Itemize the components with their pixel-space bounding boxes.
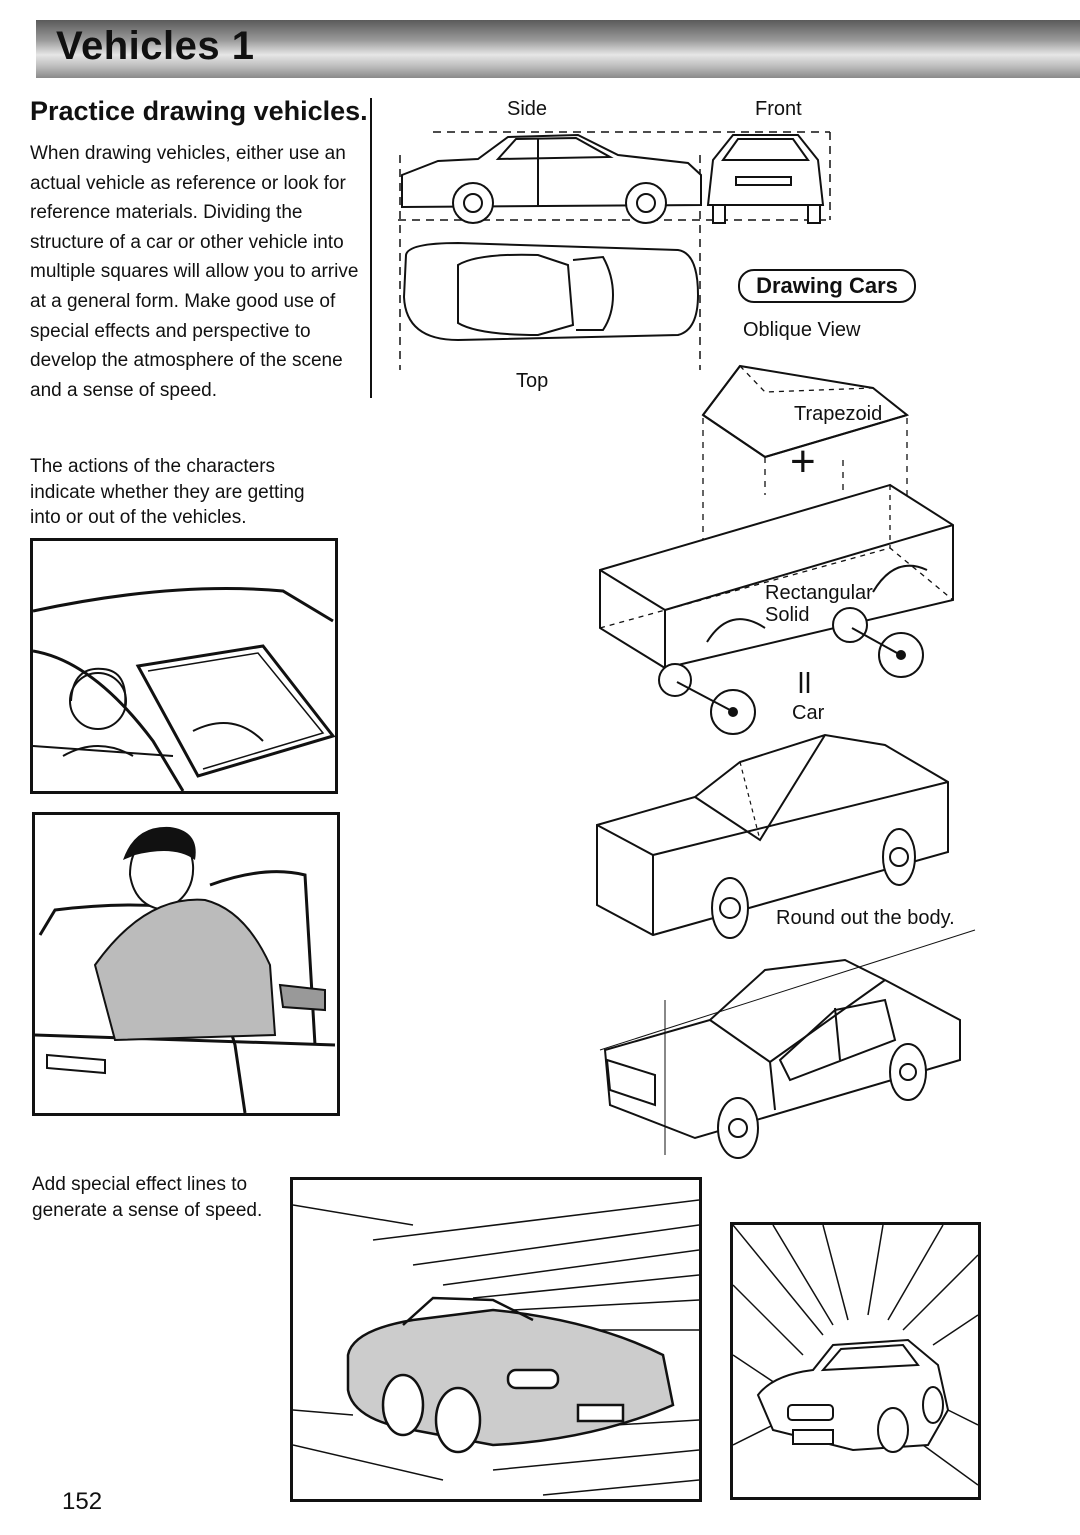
label-top-view: Top xyxy=(516,370,549,392)
intro-paragraph: When drawing vehicles, either use an act… xyxy=(30,143,359,401)
man-exiting-car-illustration xyxy=(35,826,336,1113)
label-side-view: Side xyxy=(507,98,548,120)
label-trapezoid: Trapezoid xyxy=(794,403,883,425)
sedan-car xyxy=(756,1338,950,1453)
manga-panel-man-exiting-car xyxy=(32,812,340,1116)
label-rectangular-solid: Rectangular Solid xyxy=(765,582,873,626)
side-view-car xyxy=(401,133,702,224)
effects-note: Add special effect lines to generate a s… xyxy=(32,1174,263,1221)
convertible-speed-lines-illustration xyxy=(293,1199,699,1496)
top-view-car xyxy=(402,241,700,342)
characters-note: The actions of the characters indicate w… xyxy=(30,456,305,528)
drawing-cars-badge: Drawing Cars xyxy=(738,269,916,303)
label-rectangular: Rectangular xyxy=(765,582,873,604)
convertible-car xyxy=(346,1296,675,1454)
label-solid: Solid xyxy=(765,604,810,626)
column-divider xyxy=(370,98,372,398)
front-view-car xyxy=(706,134,825,224)
label-front-view: Front xyxy=(755,98,802,120)
page-title: Vehicles 1 xyxy=(56,24,255,68)
manga-panel-woman-in-car xyxy=(30,538,338,794)
box-car-shape xyxy=(596,733,949,939)
manga-panel-sedan-speed xyxy=(730,1222,981,1500)
page-header-bar: Vehicles 1 xyxy=(36,20,1080,78)
sedan-radial-lines-illustration xyxy=(733,1225,978,1486)
page-number: 152 xyxy=(62,1488,103,1515)
woman-in-car-illustration xyxy=(33,587,335,791)
manga-panel-convertible-speed xyxy=(290,1177,702,1502)
plus-sign: + xyxy=(790,437,816,486)
label-oblique-view: Oblique View xyxy=(743,319,861,341)
label-car: Car xyxy=(792,702,825,724)
section-heading: Practice drawing vehicles. xyxy=(30,96,368,126)
final-oblique-car xyxy=(603,958,961,1159)
orthographic-views-diagram xyxy=(398,131,831,370)
label-round-out-body: Round out the body. xyxy=(776,907,955,929)
car-construction-diagram xyxy=(596,364,976,1159)
